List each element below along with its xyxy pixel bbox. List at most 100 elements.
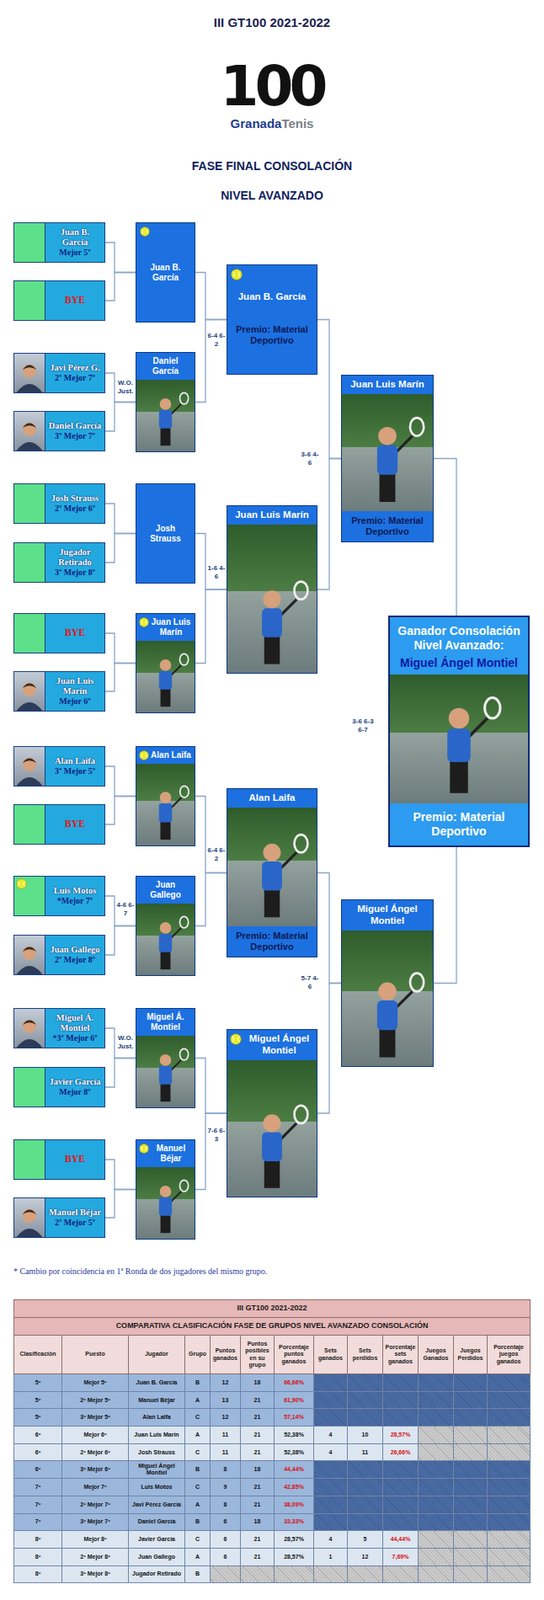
green-swatch: [14, 281, 46, 320]
champion-heading: Ganador Consolación Nivel Avanzado:: [389, 617, 528, 656]
blank-cell: [383, 1391, 419, 1409]
blank-cell: [347, 1408, 384, 1427]
table-cell: 21: [240, 1426, 275, 1445]
blank-cell: [418, 1513, 454, 1531]
brand-wordmark: GranadaTenis: [0, 116, 544, 132]
table-cell: 6º: [14, 1426, 63, 1445]
table-cell: 2º Mejor 5º: [62, 1391, 129, 1409]
player-shirt: [261, 861, 283, 891]
match-score: 3-6 4-6: [299, 450, 320, 468]
table-cell: 7º: [14, 1495, 63, 1514]
data-row: 6º2º Mejor 6ºJosh StraussC112152,38%4112…: [14, 1443, 531, 1462]
table-cell: 8º: [14, 1530, 63, 1549]
column-header: Sets perdidos: [347, 1335, 384, 1375]
table-cell: Alan Laifa: [128, 1408, 186, 1427]
group-rank: Mejor 8º: [58, 1087, 91, 1098]
entry-text: Luis Motos*Mejor 7º: [45, 876, 105, 916]
player-shirt: [159, 803, 173, 822]
blank-cell: [453, 1478, 488, 1497]
player-name: Josh Strauss: [136, 520, 195, 548]
player-photo: [341, 394, 433, 512]
ball-seam: [140, 752, 148, 758]
green-swatch: [14, 223, 46, 262]
column-header: Porcentaje puntos ganados: [274, 1335, 315, 1375]
portrait-hair: [22, 423, 37, 428]
table-cell: 5º: [14, 1408, 63, 1427]
player-name: Alan Laifa: [227, 789, 317, 808]
section-heading: FASE FINAL CONSOLACIÓN: [0, 158, 544, 174]
blank-cell: [418, 1408, 454, 1427]
winner-box: Manuel Béjar: [135, 1139, 196, 1240]
match-score: 7-6 6-3: [207, 1126, 226, 1144]
data-row: 6º3º Mejor 6ºMiguel Ángel MontielB81844,…: [14, 1461, 531, 1479]
table-cell: 6: [210, 1530, 241, 1549]
bracket-connector: [433, 847, 457, 984]
player-figure: [136, 903, 195, 976]
player-photo: [341, 930, 433, 1067]
group-rank: *Mejor 7º: [57, 896, 93, 907]
green-swatch: [14, 805, 46, 844]
winner-box: Alan Laifa: [135, 746, 196, 847]
player-photo: [136, 379, 195, 452]
table-cell: 3º Mejor 6º: [62, 1461, 129, 1479]
bracket-connector: [105, 242, 136, 273]
bracket-connector: [105, 896, 136, 927]
table-cell: 4: [314, 1443, 348, 1462]
player-photo: [227, 524, 317, 673]
group-rank: 2º Mejor 8º: [54, 954, 96, 966]
table-title-row: III GT100 2021-2022: [14, 1300, 531, 1318]
ball-body: [140, 227, 150, 237]
player-head: [160, 398, 172, 411]
data-row: 5º2º Mejor 5ºManuel BéjarA132161,90%: [14, 1391, 531, 1409]
entry-text: Manuel Béjar2º Mejor 5º: [45, 1198, 105, 1238]
bracket-connector: [195, 1113, 227, 1190]
bracket-connector: [433, 458, 457, 617]
table-cell: 21: [240, 1443, 275, 1462]
table-cell: 28,57%: [383, 1426, 419, 1445]
table-cell: 21: [240, 1391, 275, 1409]
group-rank: Mejor 5º: [58, 247, 91, 258]
table-cell: Juan B. García: [128, 1374, 186, 1392]
column-header: Puntos posibles en su grupo: [240, 1335, 275, 1375]
racket-head: [180, 916, 189, 928]
group-rank: 3º Mejor 7º: [54, 431, 96, 442]
player-portrait: [14, 353, 45, 393]
table-cell: Jugador Retirado: [128, 1565, 186, 1584]
player-figure: [136, 763, 195, 846]
winner-box: Juan Luis MarínPremio: Material Deportiv…: [341, 374, 434, 543]
bracket-connector: [105, 796, 136, 826]
portrait-frame: [14, 1008, 46, 1048]
player-legs: [379, 1027, 396, 1057]
entry-box: Luis Motos*Mejor 7º: [13, 875, 106, 917]
bracket-connector: [317, 320, 342, 459]
table-cell: 4: [314, 1530, 348, 1549]
match-score: 1-6 4-6: [207, 564, 226, 582]
prize-label: Premio: Material Deportivo: [389, 803, 528, 846]
racket-handle: [170, 665, 182, 676]
prize-label: Premio: Material Deportivo: [227, 320, 317, 351]
player-name: Juan Luis Marín: [48, 676, 102, 697]
blank-cell: [383, 1374, 419, 1392]
table-cell: 3º Mejor 7º: [62, 1513, 129, 1531]
table-cell: B: [185, 1565, 211, 1584]
portrait-hair: [22, 947, 37, 952]
player-figure: [14, 411, 45, 451]
player-legs: [160, 688, 171, 707]
table-heading: COMPARATIVA CLASIFICACIÓN FASE DE GRUPOS…: [14, 1317, 531, 1336]
racket-handle: [170, 404, 182, 415]
player-name: Juan Luis Marín: [227, 506, 317, 525]
table-cell: B: [185, 1374, 211, 1392]
champion-box: Ganador Consolación Nivel Avanzado:Migue…: [388, 615, 530, 848]
portrait-head: [22, 1019, 37, 1034]
table-cell: 66,66%: [274, 1374, 315, 1392]
data-row: 7º2º Mejor 7ºJavi Pérez GarcíaA82138,09%: [14, 1495, 531, 1514]
table-cell: Mejor 8º: [62, 1530, 129, 1549]
table-cell: 7º: [14, 1513, 63, 1531]
hatched-cell: [453, 1426, 488, 1445]
data-row: 7º3º Mejor 7ºDaniel GarcíaB61833,33%: [14, 1513, 531, 1531]
racket-head: [294, 834, 309, 853]
table-cell: 7,69%: [383, 1547, 419, 1566]
ball-seam: [140, 1146, 148, 1152]
player-figure: [14, 1008, 45, 1048]
